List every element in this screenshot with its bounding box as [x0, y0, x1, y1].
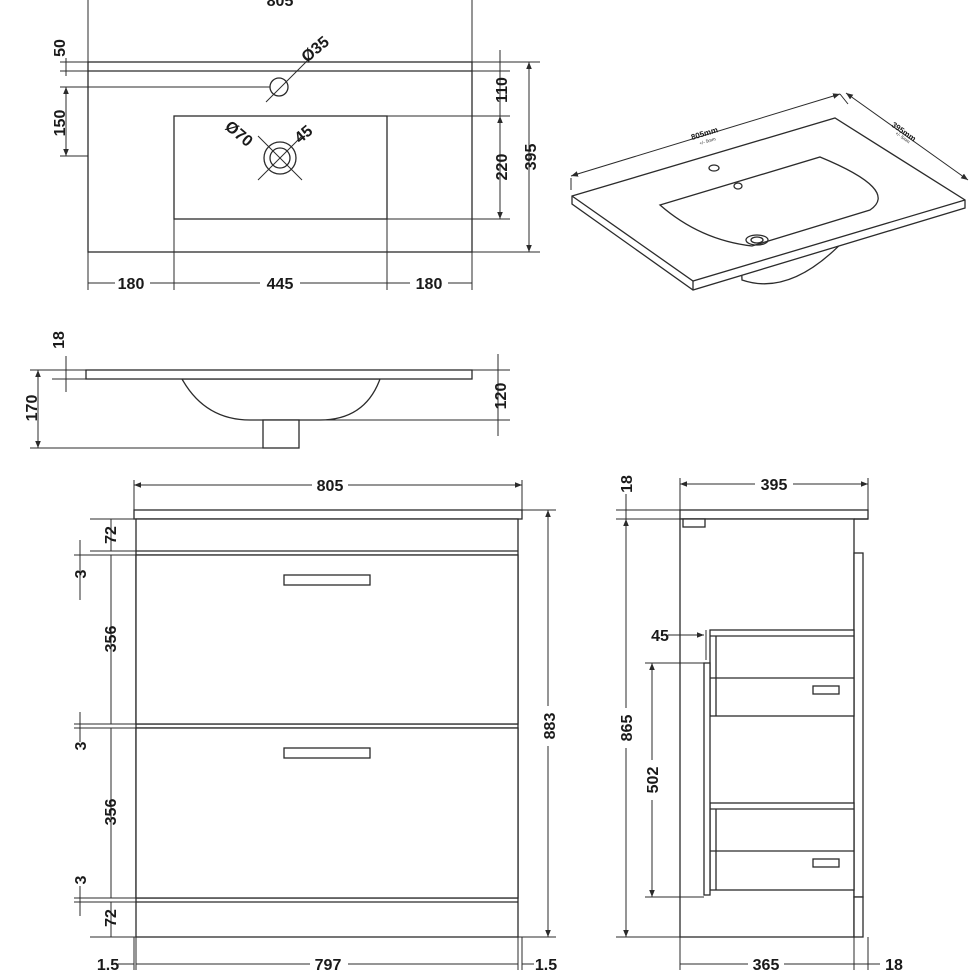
- dim-front-bottom: 1.5 797 1.5: [97, 937, 557, 971]
- dim-side-thickness: 18: [51, 331, 86, 392]
- dim-basin-lip: 50: [52, 39, 88, 76]
- left-overhang-label: 1.5: [97, 957, 119, 971]
- basin-width-label: 805: [267, 0, 294, 10]
- dim-tap-offset: 150: [52, 86, 270, 157]
- iso-waste: [745, 234, 769, 246]
- front-height-label: 883: [542, 713, 559, 740]
- side-depth-label: 395: [761, 477, 788, 494]
- side-runner: [703, 662, 711, 896]
- side-vent: [682, 518, 706, 528]
- side-upper-handle: [812, 685, 840, 695]
- cabinet-side-view: 395 18 45: [616, 474, 903, 971]
- side-carcass-depth-label: 365: [753, 957, 780, 971]
- drawer-1-label: 356: [103, 626, 120, 653]
- waste-outer: [263, 141, 297, 175]
- gap-3-label: 3: [73, 875, 90, 884]
- side-waste-trap: [262, 419, 300, 449]
- waste-inner: [269, 147, 291, 169]
- dim-bowl-offset: 110: [387, 50, 511, 117]
- side-upper-drawer: [709, 629, 855, 717]
- side-lower-handle: [812, 858, 840, 868]
- basin-side-view: 18 170 120: [24, 331, 510, 449]
- dim-side-bowl: 120: [299, 354, 510, 436]
- dim-bottom-row: 180 445 180: [87, 219, 473, 293]
- bowl-width-label: 445: [267, 276, 294, 293]
- basin-isometric-view: 805mm +/- 5mm 395mm +/- 5mm: [570, 92, 969, 291]
- side-height-label: 170: [24, 395, 41, 422]
- dim-side-carcass-height: 865: [616, 519, 680, 938]
- iso-bowl-recess: [658, 156, 879, 247]
- right-overhang-label: 1.5: [535, 957, 557, 971]
- carcass-width-label: 797: [315, 957, 342, 971]
- bowl-offset-label: 110: [494, 77, 511, 103]
- side-door-thickness-label: 18: [885, 957, 903, 971]
- drawer-2-handle: [283, 747, 371, 759]
- side-thickness-label: 18: [51, 331, 68, 349]
- iso-depth-dim: [845, 92, 969, 181]
- side-top-slab: [85, 369, 473, 380]
- side-bowl-label: 120: [493, 383, 510, 410]
- plinth-label: 72: [103, 909, 120, 927]
- cabinet-width-label: 805: [317, 478, 344, 495]
- side-carcass-height-label: 865: [619, 715, 636, 742]
- side-bowl: [180, 378, 381, 421]
- dim-bowl-depth: 220: [387, 116, 511, 220]
- tap-offset-label: 150: [52, 110, 69, 137]
- dim-front-height: 883: [518, 509, 559, 938]
- dim-side-internal: 502: [644, 662, 704, 898]
- dim-side-bottom: 365 18: [679, 937, 903, 971]
- dim-basin-width: 805: [87, 0, 473, 62]
- bowl-depth-label: 220: [494, 154, 511, 181]
- dim-cabinet-width: 805: [133, 476, 523, 512]
- side-internal-label: 502: [645, 767, 662, 794]
- side-setback-label: 45: [651, 628, 669, 645]
- lip-height-label: 50: [52, 39, 69, 57]
- side-top-slab-cabinet: [679, 509, 869, 520]
- gap-1-label: 3: [73, 569, 90, 578]
- dim-side-setback: 45: [651, 628, 707, 660]
- iso-tap-hole: [708, 164, 720, 172]
- side-lower-drawer: [709, 802, 855, 891]
- cabinet-basin-slab: [133, 509, 523, 520]
- dim-side-height: 170: [24, 369, 263, 449]
- side-top-thickness-label: 18: [619, 475, 636, 493]
- tap-hole-diameter-label: Ø35: [299, 34, 333, 67]
- dim-side-depth: 395: [679, 474, 869, 512]
- left-margin-label: 180: [118, 276, 145, 293]
- basin-top-view: 805 Ø35 Ø70 45 50 150: [52, 0, 540, 293]
- tap-hole-leader: [265, 57, 311, 103]
- side-door-edge: [853, 552, 864, 898]
- top-panel-label: 72: [103, 526, 120, 544]
- iso-width-dim: [570, 93, 841, 177]
- drawer-2-label: 356: [103, 799, 120, 826]
- gap-2-label: 3: [73, 741, 90, 750]
- basin-depth-label: 395: [523, 144, 540, 171]
- cabinet-front-view: 805: [73, 476, 559, 971]
- drawer-1-handle: [283, 574, 371, 586]
- dim-front-left: 72 3 356 3 356 3 72: [73, 518, 136, 938]
- dim-basin-depth: 395: [472, 61, 540, 253]
- right-margin-label: 180: [416, 276, 443, 293]
- iso-width-tolerance: +/- 5mm: [699, 136, 717, 146]
